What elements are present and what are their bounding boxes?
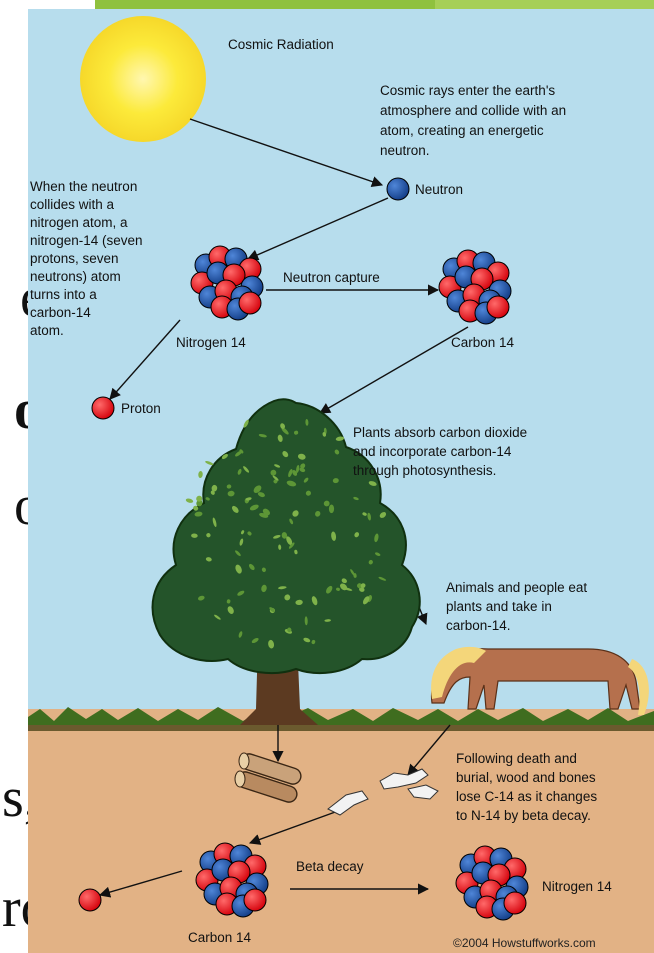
leaf-speck: [329, 505, 334, 514]
animals-text-line: Animals and people eat: [446, 580, 587, 595]
nitrogen14-label: Nitrogen 14: [176, 335, 246, 350]
beta-decay-label: Beta decay: [296, 859, 364, 874]
proton-sphere: [244, 889, 266, 911]
collision-line: neutrons) atom: [30, 269, 121, 284]
plants-text-line: through photosynthesis.: [353, 463, 496, 478]
cosmic-rays-line: atom, creating an energetic: [380, 123, 544, 138]
beta-particle: [79, 889, 101, 911]
soil-background: [28, 709, 654, 953]
animals-text-line: carbon-14.: [446, 618, 511, 633]
death-text-line: burial, wood and bones: [456, 770, 596, 785]
proton-sphere: [239, 292, 261, 314]
collision-line: atom.: [30, 323, 64, 338]
cosmic-rays-line: neutron.: [380, 143, 430, 158]
collision-line: protons, seven: [30, 251, 119, 266]
proton-sphere: [504, 892, 526, 914]
neutron-label: Neutron: [415, 182, 463, 197]
proton-label: Proton: [121, 401, 161, 416]
sun-icon: [80, 16, 206, 142]
collision-line: nitrogen-14 (seven: [30, 233, 143, 248]
death-text-line: lose C-14 as it changes: [456, 789, 597, 804]
collision-line: collides with a: [30, 197, 115, 212]
log-end: [239, 753, 249, 769]
credit-text: ©2004 Howstuffworks.com: [453, 936, 596, 950]
proton-particle: [92, 397, 114, 419]
death-text-line: to N-14 by beta decay.: [456, 808, 591, 823]
collision-line: carbon-14: [30, 305, 91, 320]
diagram-title: Cosmic Radiation: [228, 37, 334, 52]
carbon14-label: Carbon 14: [451, 335, 515, 350]
death-text-line: Following death and: [456, 751, 577, 766]
cosmic-rays-line: Cosmic rays enter the earth's: [380, 83, 555, 98]
nitrogen14-bottom-label: Nitrogen 14: [542, 879, 612, 894]
neutron-capture-label: Neutron capture: [283, 270, 380, 285]
collision-line: turns into a: [30, 287, 97, 302]
plants-text-line: Plants absorb carbon dioxide: [353, 425, 527, 440]
cosmic-rays-line: atmosphere and collide with an: [380, 103, 566, 118]
carbon14-cycle-diagram: Cosmic Radiation Cosmic rays enter the e…: [28, 9, 654, 953]
animals-text-line: plants and take in: [446, 599, 552, 614]
proton-sphere: [487, 296, 509, 318]
log-end: [235, 771, 245, 787]
collision-line: nitrogen atom, a: [30, 215, 128, 230]
collision-line: When the neutron: [30, 179, 137, 194]
plants-text-line: and incorporate carbon-14: [353, 444, 512, 459]
grass-shadow: [28, 725, 654, 731]
neutron-particle: [387, 178, 409, 200]
carbon14-bottom-label: Carbon 14: [188, 930, 252, 945]
